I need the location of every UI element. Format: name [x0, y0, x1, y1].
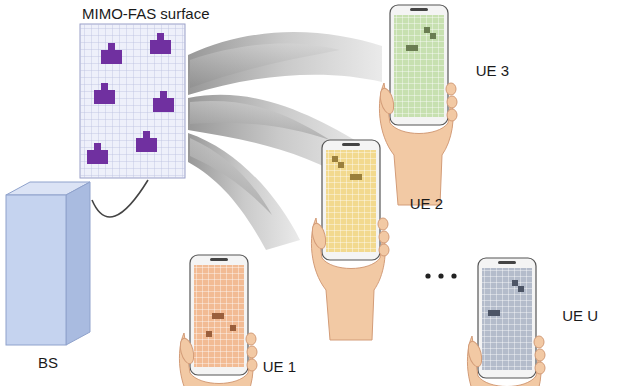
- user-equipment: UE 3: [378, 2, 513, 140]
- node-label: UE 1: [263, 358, 296, 375]
- user-equipment: UE 1: [180, 248, 300, 378]
- node-label: UE U: [562, 307, 598, 324]
- user-equipment: UE U: [462, 250, 602, 382]
- node-label: UE 2: [410, 195, 443, 212]
- surface-panel: MIMO-FAS surface: [78, 2, 218, 180]
- node-label: MIMO-FAS surface: [82, 5, 210, 22]
- user-equipment: UE 2: [312, 138, 447, 270]
- node-label: UE 3: [476, 62, 509, 79]
- cable: [92, 180, 148, 217]
- node-label: BS: [38, 354, 58, 371]
- base-station: BS: [4, 180, 92, 374]
